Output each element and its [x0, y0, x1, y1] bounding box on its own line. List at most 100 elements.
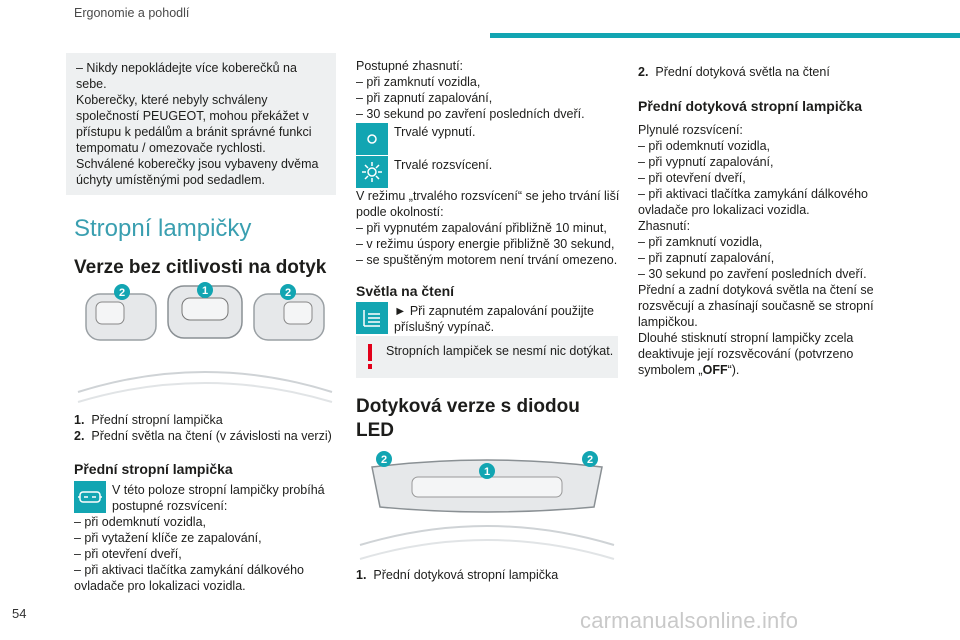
list-item: – při aktivaci tlačítka zamykání dálkové… — [74, 563, 304, 577]
note-line: tempomatu / omezovače rychlosti. — [76, 141, 266, 155]
note-line: Koberečky, které nebyly schváleny — [76, 93, 268, 107]
callout-2-right — [582, 451, 598, 467]
legend-number: 2. — [74, 429, 85, 443]
activation-list: – při odemknutí vozidla, – při vytažení … — [74, 514, 304, 594]
list-item: – při zamknutí vozidla, — [356, 75, 481, 89]
text-fragment: symbolem „ — [638, 363, 703, 377]
heading-reading-lights: Světla na čtení — [356, 283, 455, 299]
callout-2-left-label: 2 — [119, 287, 125, 299]
text-line: podle okolností: — [356, 205, 444, 219]
title-line: Dotyková verze s diodou — [356, 396, 580, 417]
text-line: příslušný vypínač. — [394, 320, 495, 334]
list-item: – 30 sekund po zavření posledních dveří. — [638, 267, 867, 281]
legend-item: 1. Přední dotyková stropní lampička — [356, 567, 558, 583]
list-item: – při vypnutém zapalování přibližně 10 m… — [356, 221, 607, 235]
touch-light-figure: 2 1 2 — [359, 451, 615, 560]
running-header: Ergonomie a pohodlí — [74, 6, 190, 20]
page-number: 54 — [12, 606, 27, 621]
text-line: lampičkou. — [638, 315, 698, 329]
callout-2-right — [280, 284, 296, 300]
text-fragment: “). — [727, 363, 740, 377]
text-line: Přední a zadní dotyková světla na čtení … — [638, 283, 874, 297]
reading-light-icon — [356, 302, 388, 334]
legend-text: Přední stropní lampička — [91, 413, 223, 427]
heading-touch-light: Přední dotyková stropní lampička — [638, 98, 863, 114]
legend-number: 1. — [356, 568, 367, 582]
figure-legend: 1. Přední stropní lampička 2. Přední svě… — [74, 412, 344, 444]
text-line: Plynulé rozsvícení: — [638, 123, 743, 137]
light-off-label: Trvalé vypnutí. — [394, 125, 476, 139]
callout-1 — [197, 282, 213, 298]
text-line: Zhasnutí: — [638, 219, 691, 233]
door-light-icon — [74, 481, 106, 513]
permanent-mode-text: V režimu „trvalého rozsvícení“ se jeho t… — [356, 188, 619, 268]
text-line: Dlouhé stisknutí stropní lampičky zcela — [638, 331, 854, 345]
list-item: – při aktivaci tlačítka zamykání dálkové… — [638, 187, 868, 201]
list-item: – při vypnutí zapalování, — [638, 155, 774, 169]
legend-item: 2. Přední dotyková světla na čtení — [638, 64, 830, 80]
ceiling-light-figure: 2 1 2 — [77, 282, 333, 403]
figure-legend-led: 1. Přední dotyková stropní lampička — [356, 567, 558, 583]
light-off-icon — [356, 123, 388, 155]
note-line: Schválené koberečky jsou vybaveny dvěma — [76, 157, 319, 171]
list-item: – se spuštěným motorem není trvání omeze… — [356, 253, 618, 267]
legend-number: 1. — [74, 413, 85, 427]
note-line: – Nikdy nepokládejte více koberečků na — [76, 61, 297, 75]
legend-text: Přední světla na čtení (v závislosti na … — [91, 429, 332, 443]
title-line: LED — [356, 420, 394, 441]
legend-text: Přední dotyková světla na čtení — [655, 65, 830, 79]
list-item: – při otevření dveří, — [638, 171, 746, 185]
list-item: – 30 sekund po zavření posledních dveří. — [356, 107, 585, 121]
callout-2-right-label: 2 — [587, 454, 593, 466]
text-line: V režimu „trvalého rozsvícení“ se jeho t… — [356, 189, 620, 203]
caution-box: Stropních lampiček se nesmí nic dotýkat. — [356, 336, 618, 378]
list-item: – při zamknutí vozidla, — [638, 235, 763, 249]
fade-out-list: Postupné zhasnutí: – při zamknutí vozidl… — [356, 58, 585, 122]
callout-1-label: 1 — [484, 466, 490, 478]
list-item: – při otevření dveří, — [74, 547, 182, 561]
note-box: – Nikdy nepokládejte více koberečků na s… — [66, 53, 336, 195]
note-line: úchyty umístěnými pod sedadlem. — [76, 173, 265, 187]
list-item: – v režimu úspory energie přibližně 30 s… — [356, 237, 615, 251]
note-line: sebe. — [76, 77, 107, 91]
legend-item: 1. Přední stropní lampička — [74, 412, 344, 428]
text-line: deaktivuje její rozsvěcování (potvrzeno — [638, 347, 854, 361]
callout-2-right-label: 2 — [285, 287, 291, 299]
text-line: ► Při zapnutém zapalování použijte — [394, 304, 594, 318]
header-accent-bar — [490, 33, 960, 38]
list-item: ovladače pro lokalizaci vozidla. — [74, 579, 246, 593]
list-item: – při zapnutí zapalování, — [356, 91, 493, 105]
text-line: Postupné zhasnutí: — [356, 59, 464, 73]
callout-2-left — [114, 284, 130, 300]
list-item: – při odemknutí vozidla, — [74, 515, 207, 529]
callout-2-left — [376, 451, 392, 467]
text-line: postupné rozsvícení: — [112, 499, 228, 513]
off-symbol-text: OFF — [702, 363, 728, 377]
icon-description: V této poloze stropní lampičky probíhá p… — [112, 482, 325, 514]
watermark: carmanualsonline.info — [580, 608, 799, 633]
list-item: – při zapnutí zapalování, — [638, 251, 775, 265]
note-line: přístupu k pedálům a bránit správné funk… — [76, 125, 312, 139]
light-on-icon — [356, 156, 388, 188]
section-title: Stropní lampičky — [74, 215, 252, 242]
list-item: ovladače pro lokalizaci vozidla. — [638, 203, 810, 217]
light-on-label: Trvalé rozsvícení. — [394, 158, 493, 172]
list-item: – při vytažení klíče ze zapalování, — [74, 531, 262, 545]
reading-lights-text: ► Při zapnutém zapalování použijte přísl… — [394, 303, 594, 335]
subsection-title: Verze bez citlivosti na dotyk — [74, 257, 327, 278]
callout-1 — [479, 463, 495, 479]
subsection-title-led: Dotyková verze s diodou LED — [356, 395, 580, 443]
legend-number: 2. — [638, 65, 649, 79]
text-line: symbolem „OFF“). — [638, 362, 874, 378]
legend-text: Přední dotyková stropní lampička — [373, 568, 559, 582]
caution-text: Stropních lampiček se nesmí nic dotýkat. — [386, 344, 614, 358]
callout-1-label: 1 — [202, 285, 208, 297]
heading-front-light: Přední stropní lampička — [74, 461, 233, 477]
text-line: V této poloze stropní lampičky probíhá — [112, 483, 325, 497]
list-item: – při odemknutí vozidla, — [638, 139, 771, 153]
callout-2-left-label: 2 — [381, 454, 387, 466]
touch-light-text: Plynulé rozsvícení: – při odemknutí vozi… — [638, 122, 874, 378]
text-line: rozsvěcují a zhasínají současně se strop… — [638, 299, 874, 313]
note-line: společností PEUGEOT, mohou překážet v — [76, 109, 309, 123]
caution-icon — [366, 344, 374, 370]
